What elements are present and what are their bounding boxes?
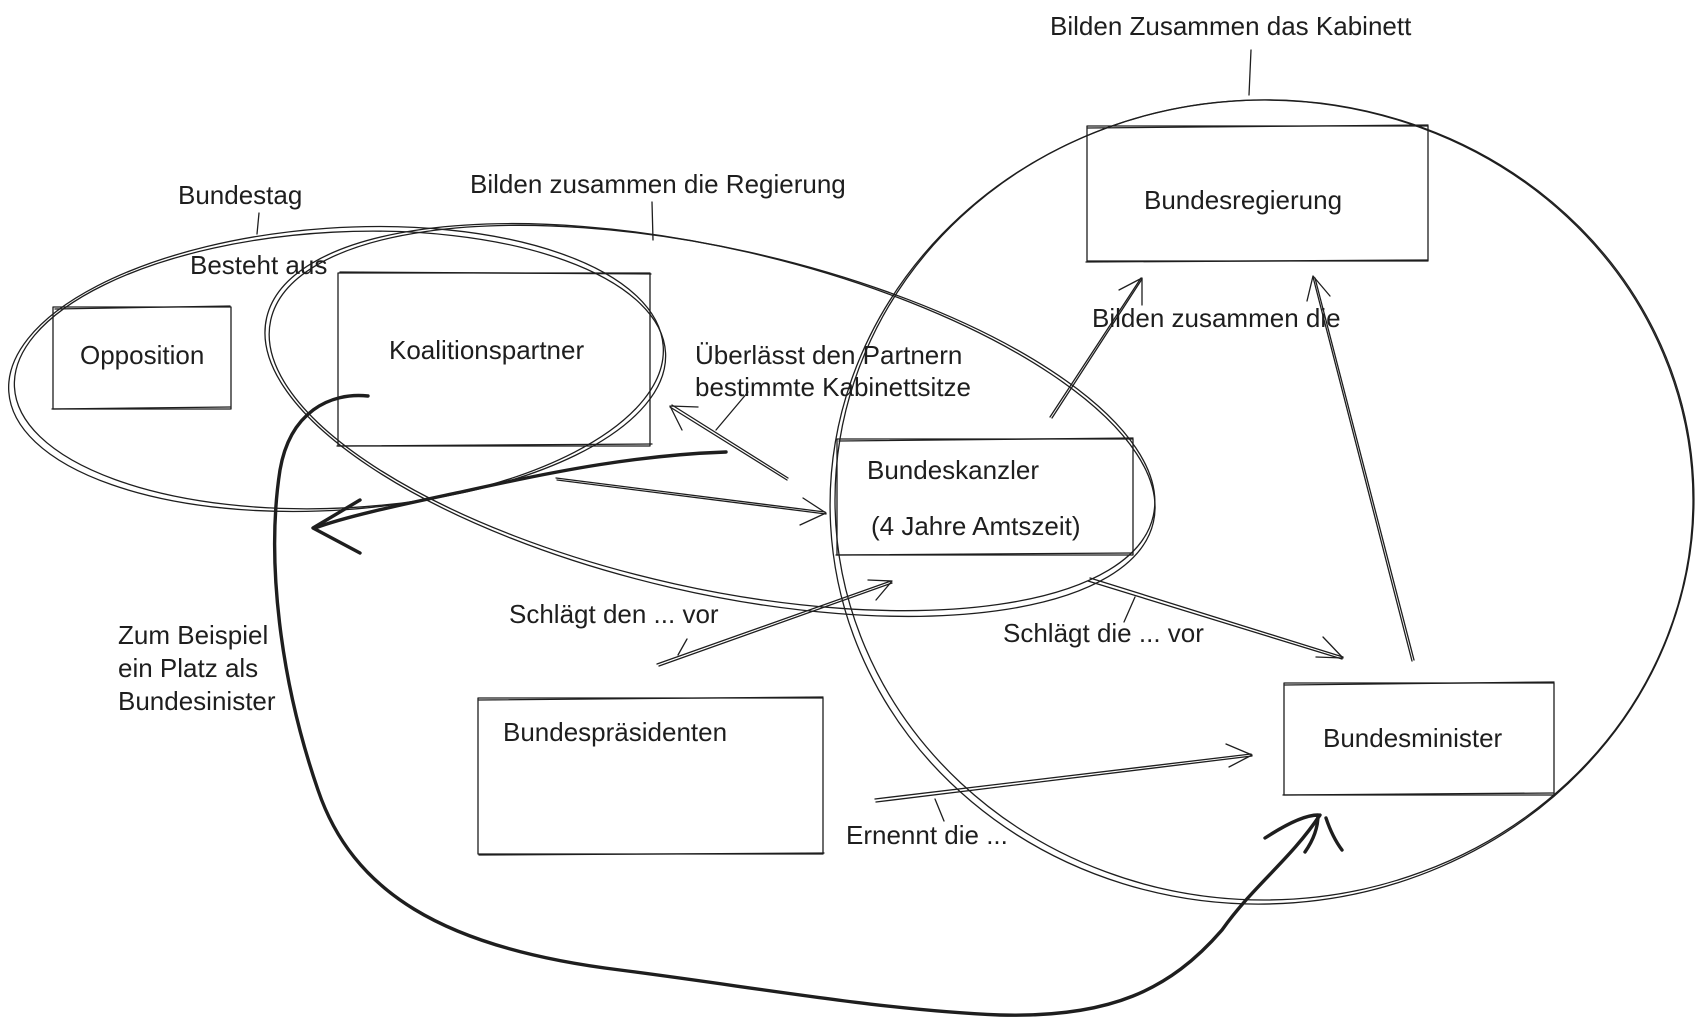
regierung-ellipse (264, 222, 1156, 618)
bundesminister-label: Bundesminister (1323, 723, 1503, 753)
bundeskanzler-box: Bundeskanzler (4 Jahre Amtszeit) (835, 437, 1134, 556)
arrow-kanzler-to-koalition (669, 404, 789, 481)
kabinett-tick (1248, 49, 1252, 96)
thick-arrow-kanzler-to-koalition (311, 450, 728, 555)
ueberlaesst-label-line1: Überlässt den Partnern (695, 340, 962, 370)
opposition-label: Opposition (80, 340, 204, 370)
besteht-aus-label: Besteht aus (190, 250, 327, 280)
ueberlaesst-label-line2: bestimmte Kabinettsitze (695, 372, 971, 402)
thick-arrow-koalition-to-minister (272, 393, 1344, 1017)
schlaegt-den-label: Schlägt den ... vor (509, 599, 719, 629)
bundespraesidenten-box: Bundespräsidenten (477, 696, 825, 856)
ernennt-label: Ernennt die ... (846, 820, 1008, 850)
beispiel-label-line2: ein Platz als (118, 653, 258, 683)
koalitionspartner-box: Koalitionspartner (336, 271, 653, 447)
bundesregierung-label: Bundesregierung (1144, 185, 1342, 215)
bundespraesidenten-label: Bundespräsidenten (503, 717, 727, 747)
arrow-kanzler-to-minister (1087, 577, 1344, 660)
beispiel-label-line3: Bundesinister (118, 686, 276, 716)
schlaegt-den-tick (677, 638, 688, 656)
kabinett-circle (829, 99, 1695, 905)
regierung-tick (651, 201, 654, 241)
ueberlaesst-tick (715, 391, 749, 431)
bundeskanzler-label: Bundeskanzler (867, 455, 1039, 485)
arrow-koalition-to-kanzler (555, 477, 827, 526)
arrow-praesident-to-kanzler (656, 579, 893, 667)
regierung-label: Bilden zusammen die Regierung (470, 169, 846, 199)
schlaegt-die-tick (1123, 596, 1136, 623)
bundesminister-box: Bundesminister (1282, 681, 1555, 796)
opposition-box: Opposition (51, 305, 232, 410)
bundesregierung-box: Bundesregierung (1085, 124, 1429, 263)
koalitionspartner-label: Koalitionspartner (389, 335, 584, 365)
kabinett-label: Bilden Zusammen das Kabinett (1050, 11, 1412, 41)
bundestag-tick (256, 212, 260, 235)
arrow-kanzler-to-regierung (1049, 277, 1143, 419)
ernennt-tick (934, 798, 945, 822)
arrow-minister-to-regierung (1306, 275, 1415, 662)
arrow-praesident-to-minister (874, 743, 1253, 803)
beispiel-label-line1: Zum Beispiel (118, 620, 268, 650)
bilden-zusammen-die-label: Bilden zusammen die (1092, 303, 1341, 333)
amtszeit-label: (4 Jahre Amtszeit) (871, 511, 1081, 541)
schlaegt-die-label: Schlägt die ... vor (1003, 618, 1204, 648)
bundestag-label: Bundestag (178, 180, 302, 210)
